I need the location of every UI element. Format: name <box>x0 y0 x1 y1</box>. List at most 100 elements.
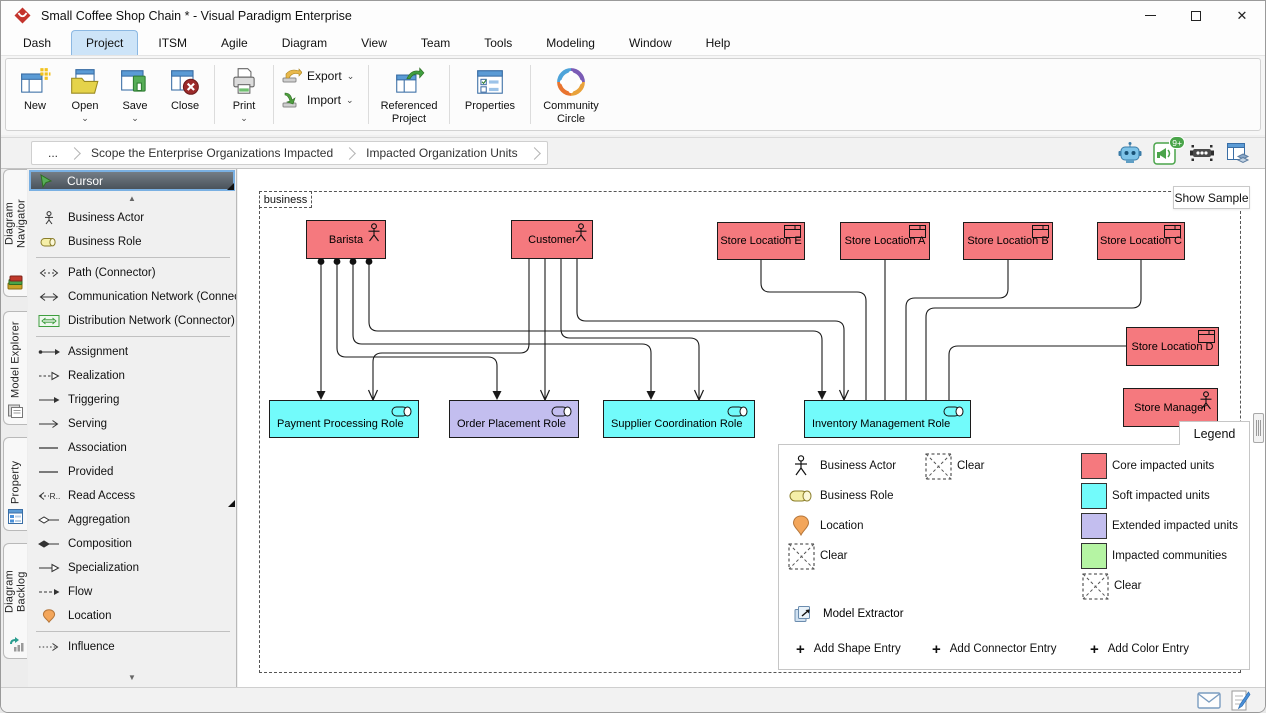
legend-shape-entry[interactable]: Business Role <box>787 481 896 511</box>
palette-item-aggregation[interactable]: Aggregation <box>28 508 236 532</box>
side-tab-diagram-navigator[interactable]: Diagram Navigator <box>3 169 27 297</box>
model-extractor-button[interactable]: Model Extractor <box>790 605 904 623</box>
palette-item-cursor[interactable]: Cursor <box>29 170 235 191</box>
breadcrumb-item[interactable]: Impacted Organization Units <box>356 146 527 160</box>
edit-notes-icon[interactable] <box>1231 690 1251 711</box>
palette-item-serving[interactable]: Serving <box>28 412 236 436</box>
node-customer[interactable]: Customer <box>511 220 593 259</box>
menu-item-agile[interactable]: Agile <box>207 31 262 55</box>
legend-color-entry[interactable]: Impacted communities <box>1081 541 1238 571</box>
menu-item-view[interactable]: View <box>347 31 401 55</box>
menu-item-project[interactable]: Project <box>71 30 138 55</box>
legend-connector-entry[interactable]: Clear <box>924 451 984 481</box>
menu-item-help[interactable]: Help <box>692 31 745 55</box>
minimize-button[interactable] <box>1127 1 1173 30</box>
node-supplier[interactable]: Supplier Coordination Role <box>603 400 755 438</box>
connector-customer-to-supplier[interactable] <box>561 259 699 400</box>
maximize-button[interactable] <box>1173 1 1219 30</box>
diagram-canvas[interactable]: business Show Sample BaristaCustomerStor… <box>238 169 1266 689</box>
palette-item-realization[interactable]: Realization <box>28 364 236 388</box>
palette-item-assignment[interactable]: Assignment <box>28 340 236 364</box>
palette-item-location[interactable]: Location <box>28 604 236 628</box>
connector-barista-to-inventory[interactable] <box>369 259 822 392</box>
menu-item-diagram[interactable]: Diagram <box>268 31 341 55</box>
add-shape-entry-button[interactable]: + Add Shape Entry <box>796 635 901 663</box>
node-store-a[interactable]: Store Location A <box>840 222 930 260</box>
new-project-button[interactable]: New <box>10 62 60 127</box>
node-store-c[interactable]: Store Location C <box>1097 222 1185 260</box>
legend-color-entry[interactable]: Clear <box>1081 571 1238 601</box>
palette-item-influence[interactable]: Influence <box>28 635 236 659</box>
assistant-bot-button[interactable] <box>1117 141 1143 165</box>
connector-store-b-to-inventory[interactable] <box>906 260 1008 400</box>
open-dropdown-caret[interactable]: ⌄ <box>81 114 89 123</box>
palette-item-composition[interactable]: Composition <box>28 532 236 556</box>
palette-item-triggering[interactable]: Triggering <box>28 388 236 412</box>
node-store-b[interactable]: Store Location B <box>963 222 1053 260</box>
side-tab-property[interactable]: Property <box>3 437 27 531</box>
save-project-button[interactable]: Save ⌄ <box>110 62 160 127</box>
palette-item-association[interactable]: Association <box>28 436 236 460</box>
print-button[interactable]: Print ⌄ <box>219 62 269 127</box>
properties-button[interactable]: Properties <box>454 62 526 127</box>
legend-color-entry[interactable]: Extended impacted units <box>1081 511 1238 541</box>
layers-panel-button[interactable] <box>1225 141 1251 165</box>
connector-store-e-to-inventory[interactable] <box>761 260 866 400</box>
connector-store-d-to-inventory[interactable] <box>949 346 1126 400</box>
side-tab-model-explorer[interactable]: Model Explorer <box>3 311 27 425</box>
connector-customer-to-inventory[interactable] <box>577 259 844 400</box>
close-project-button[interactable]: Close <box>160 62 210 127</box>
breadcrumb-item[interactable]: Scope the Enterprise Organizations Impac… <box>81 146 343 160</box>
menu-item-itsm[interactable]: ITSM <box>144 31 201 55</box>
menu-item-tools[interactable]: Tools <box>470 31 526 55</box>
palette-item-read-access[interactable]: R..Read Access <box>28 484 236 508</box>
legend-color-entry[interactable]: Soft impacted units <box>1081 481 1238 511</box>
add-connector-entry-button[interactable]: + Add Connector Entry <box>932 635 1057 663</box>
menu-item-dash[interactable]: Dash <box>9 31 65 55</box>
palette-item-flow[interactable]: Flow <box>28 580 236 604</box>
community-circle-button[interactable]: Community Circle <box>535 62 607 127</box>
palette-item-path-connector[interactable]: Path (Connector) <box>28 261 236 285</box>
side-tab-diagram-backlog[interactable]: Diagram Backlog <box>3 543 27 659</box>
legend-title-tab[interactable]: Legend <box>1179 421 1250 445</box>
menu-item-modeling[interactable]: Modeling <box>532 31 609 55</box>
legend-shape-entry[interactable]: Clear <box>787 541 896 571</box>
menu-item-team[interactable]: Team <box>407 31 464 55</box>
palette-item-provided[interactable]: Provided <box>28 460 236 484</box>
palette-scroll-down[interactable]: ▼ <box>28 670 236 685</box>
connector-barista-to-order[interactable] <box>337 259 497 392</box>
show-sample-button[interactable]: Show Sample <box>1173 186 1250 209</box>
legend-color-entry[interactable]: Core impacted units <box>1081 451 1238 481</box>
node-barista[interactable]: Barista <box>306 220 386 259</box>
legend-shape-entry[interactable]: Business Actor <box>787 451 896 481</box>
connector-customer-to-payment[interactable] <box>373 259 529 400</box>
fit-selection-button[interactable] <box>1189 141 1215 165</box>
vertical-scrollbar-thumb[interactable] <box>1253 413 1264 443</box>
palette-item-communication-network-connector[interactable]: Communication Network (Connector) <box>28 285 236 309</box>
connector-store-c-to-inventory[interactable] <box>926 260 1141 400</box>
close-button[interactable]: ✕ <box>1219 1 1265 30</box>
connector-barista-to-supplier[interactable] <box>353 259 651 392</box>
referenced-project-button[interactable]: Referenced Project <box>373 62 445 127</box>
palette-item-distribution-network-connector[interactable]: Distribution Network (Connector) <box>28 309 236 333</box>
node-inventory[interactable]: Inventory Management Role <box>804 400 971 438</box>
palette-item-business-actor[interactable]: Business Actor <box>28 206 236 230</box>
palette-item-business-role[interactable]: Business Role <box>28 230 236 254</box>
palette-item-specialization[interactable]: Specialization <box>28 556 236 580</box>
node-order[interactable]: Order Placement Role <box>449 400 579 438</box>
menu-item-window[interactable]: Window <box>615 31 686 55</box>
legend-shape-entry[interactable]: Location <box>787 511 896 541</box>
node-store-d[interactable]: Store Location D <box>1126 327 1219 366</box>
export-button[interactable]: Export ⌄ <box>282 68 360 84</box>
add-color-entry-button[interactable]: + Add Color Entry <box>1090 635 1189 663</box>
breadcrumb-item[interactable]: ... <box>38 146 68 160</box>
print-dropdown-caret[interactable]: ⌄ <box>240 114 248 123</box>
open-project-button[interactable]: Open ⌄ <box>60 62 110 127</box>
save-dropdown-caret[interactable]: ⌄ <box>131 114 139 123</box>
palette-scroll-up[interactable]: ▲ <box>28 191 236 206</box>
messages-icon[interactable] <box>1197 692 1221 709</box>
community-news-button[interactable]: 9+ <box>1153 141 1179 165</box>
node-store-e[interactable]: Store Location E <box>717 222 805 260</box>
import-button[interactable]: Import ⌄ <box>282 92 360 108</box>
node-payment[interactable]: Payment Processing Role <box>269 400 419 438</box>
